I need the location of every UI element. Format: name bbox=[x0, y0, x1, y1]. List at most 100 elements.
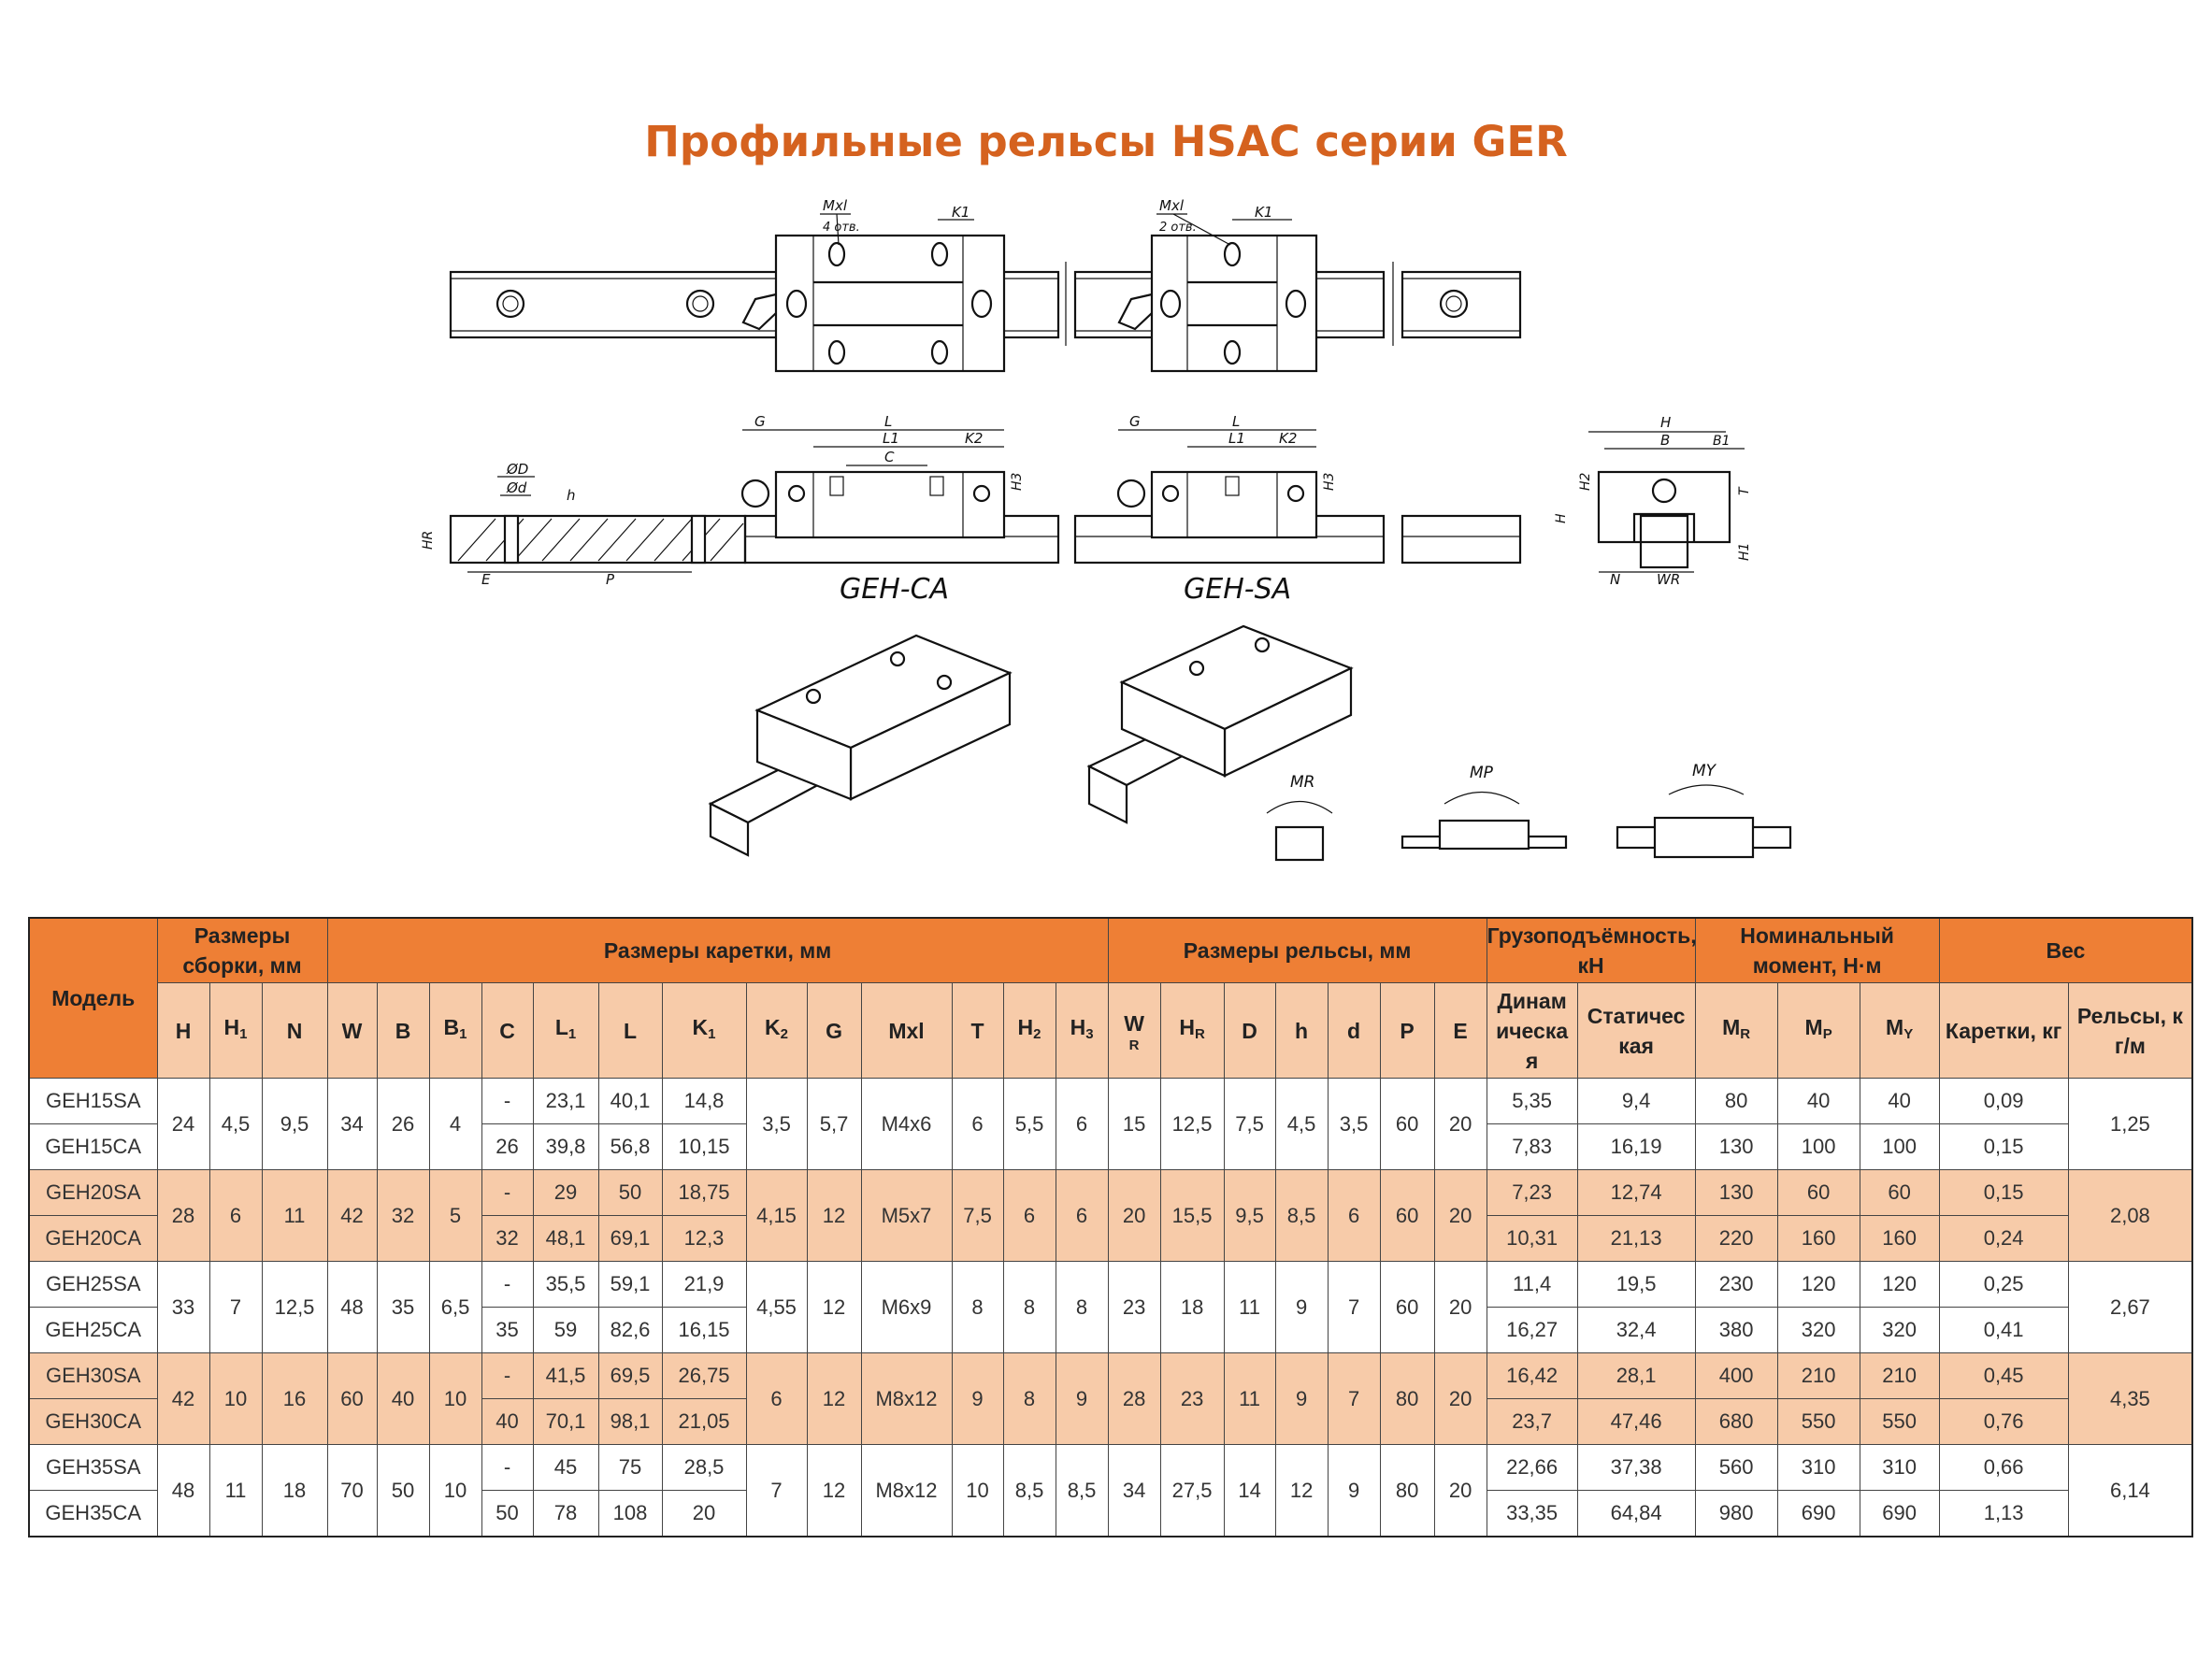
cell-d: 6 bbox=[1327, 1169, 1381, 1262]
cell-h3: 8 bbox=[1055, 1261, 1109, 1353]
label-b1: B1 bbox=[1713, 434, 1731, 449]
column-header-label: W bbox=[341, 1018, 363, 1043]
cell-carriage: 0,41 bbox=[1938, 1307, 2069, 1353]
cell-stat: 47,46 bbox=[1576, 1398, 1696, 1445]
column-header: H2 bbox=[1002, 982, 1056, 1079]
label-k2-sa: K2 bbox=[1279, 430, 1297, 447]
cell-p: 60 bbox=[1379, 1261, 1435, 1353]
column-header-label: B bbox=[395, 1018, 411, 1043]
cell-model: GEH35CA bbox=[28, 1490, 158, 1537]
cell-stat: 16,19 bbox=[1576, 1123, 1696, 1170]
isometric-view-sa bbox=[1086, 624, 1354, 824]
column-header-label: Рельсы, кг/м bbox=[2076, 1003, 2183, 1058]
column-header-label: K bbox=[765, 1014, 781, 1039]
cell-l1: 59 bbox=[532, 1307, 599, 1353]
label-h-side: H bbox=[1554, 513, 1569, 523]
cell-t: 9 bbox=[951, 1352, 1004, 1445]
cell-wr: 15 bbox=[1107, 1078, 1161, 1170]
cell-mxl: M8x12 bbox=[860, 1352, 953, 1445]
label-h1: H1 bbox=[1737, 543, 1752, 561]
cell-rail: 2,67 bbox=[2067, 1261, 2193, 1353]
cell-c: - bbox=[481, 1078, 534, 1124]
cell-d: 7,5 bbox=[1223, 1078, 1276, 1170]
cell-b1: 6,5 bbox=[428, 1261, 482, 1353]
label-l1-ca: L1 bbox=[883, 430, 899, 447]
cell-mp: 120 bbox=[1776, 1261, 1860, 1308]
cell-h: 9 bbox=[1274, 1261, 1329, 1353]
header-group-weight: Вес bbox=[1938, 917, 2193, 983]
cell-e: 20 bbox=[1433, 1169, 1487, 1262]
cell-c: 40 bbox=[481, 1398, 534, 1445]
column-header-label: d bbox=[1347, 1018, 1361, 1043]
cell-model: GEH15CA bbox=[28, 1123, 158, 1170]
cell-g: 12 bbox=[806, 1352, 862, 1445]
label-k2-ca: K2 bbox=[965, 430, 983, 447]
cell-my: 120 bbox=[1859, 1261, 1940, 1308]
label-wr: WR bbox=[1657, 571, 1680, 588]
label-h3-sa: H3 bbox=[1322, 473, 1337, 491]
cell-mr: 130 bbox=[1694, 1123, 1778, 1170]
cell-c: 50 bbox=[481, 1490, 534, 1537]
cell-k2: 7 bbox=[745, 1444, 808, 1537]
cell-l1: 48,1 bbox=[532, 1215, 599, 1262]
column-header: d bbox=[1327, 982, 1381, 1079]
side-view-drawing: G L L1 C K2 H3 G L L1 K2 H3 ØD Ød h HR E… bbox=[421, 413, 1522, 606]
cell-l1: 41,5 bbox=[532, 1352, 599, 1399]
column-header-label: K bbox=[692, 1014, 709, 1039]
cell-mp: 320 bbox=[1776, 1307, 1860, 1353]
label-e: E bbox=[481, 571, 491, 588]
moment-mp-icon: MP bbox=[1400, 764, 1568, 851]
cell-dyn: 22,66 bbox=[1486, 1444, 1578, 1491]
cell-h: 42 bbox=[156, 1352, 210, 1445]
cell-h: 33 bbox=[156, 1261, 210, 1353]
label-mr: MR bbox=[1290, 773, 1314, 792]
cell-carriage: 0,15 bbox=[1938, 1123, 2069, 1170]
cell-d: 9 bbox=[1327, 1444, 1381, 1537]
cell-my: 690 bbox=[1859, 1490, 1940, 1537]
column-header-subscript: 2 bbox=[780, 1025, 788, 1042]
cell-t: 8 bbox=[951, 1261, 1004, 1353]
cell-t: 10 bbox=[951, 1444, 1004, 1537]
cell-stat: 37,38 bbox=[1576, 1444, 1696, 1491]
column-header: H1 bbox=[208, 982, 263, 1079]
cell-h3: 6 bbox=[1055, 1169, 1109, 1262]
cell-stat: 64,84 bbox=[1576, 1490, 1696, 1537]
column-header-label: L bbox=[623, 1018, 638, 1043]
label-k1-ca: K1 bbox=[952, 204, 970, 221]
column-header: H bbox=[156, 982, 210, 1079]
cell-h3: 6 bbox=[1055, 1078, 1109, 1170]
column-header: K2 bbox=[745, 982, 808, 1079]
column-header: h bbox=[1274, 982, 1329, 1079]
cell-l1: 78 bbox=[532, 1490, 599, 1537]
cell-rail: 4,35 bbox=[2067, 1352, 2193, 1445]
cell-e: 20 bbox=[1433, 1352, 1487, 1445]
cell-dyn: 10,31 bbox=[1486, 1215, 1578, 1262]
cell-k1: 28,5 bbox=[661, 1444, 747, 1491]
cell-hr: 23 bbox=[1159, 1352, 1225, 1445]
cell-dyn: 16,42 bbox=[1486, 1352, 1578, 1399]
label-holes-4: 4 отв. bbox=[823, 221, 860, 235]
cell-mr: 680 bbox=[1694, 1398, 1778, 1445]
column-header-label: H bbox=[1017, 1014, 1034, 1039]
label-b: B bbox=[1660, 432, 1670, 449]
cell-l1: 35,5 bbox=[532, 1261, 599, 1308]
column-header-label: H bbox=[223, 1014, 240, 1039]
label-g-ca: G bbox=[754, 413, 766, 430]
cell-l: 98,1 bbox=[597, 1398, 663, 1445]
cell-c: 35 bbox=[481, 1307, 534, 1353]
column-header: MY bbox=[1859, 982, 1940, 1079]
cell-d: 11 bbox=[1223, 1261, 1276, 1353]
cell-model: GEH15SA bbox=[28, 1078, 158, 1124]
cell-d: 7 bbox=[1327, 1261, 1381, 1353]
cell-k2: 4,15 bbox=[745, 1169, 808, 1262]
column-header-label: H bbox=[1179, 1014, 1195, 1039]
cell-mp: 310 bbox=[1776, 1444, 1860, 1491]
cell-h: 12 bbox=[1274, 1444, 1329, 1537]
column-header: MP bbox=[1776, 982, 1860, 1079]
cell-rail: 1,25 bbox=[2067, 1078, 2193, 1170]
cell-hr: 27,5 bbox=[1159, 1444, 1225, 1537]
cell-n: 9,5 bbox=[261, 1078, 328, 1170]
cell-carriage: 0,15 bbox=[1938, 1169, 2069, 1216]
label-h3-ca: H3 bbox=[1010, 473, 1025, 491]
